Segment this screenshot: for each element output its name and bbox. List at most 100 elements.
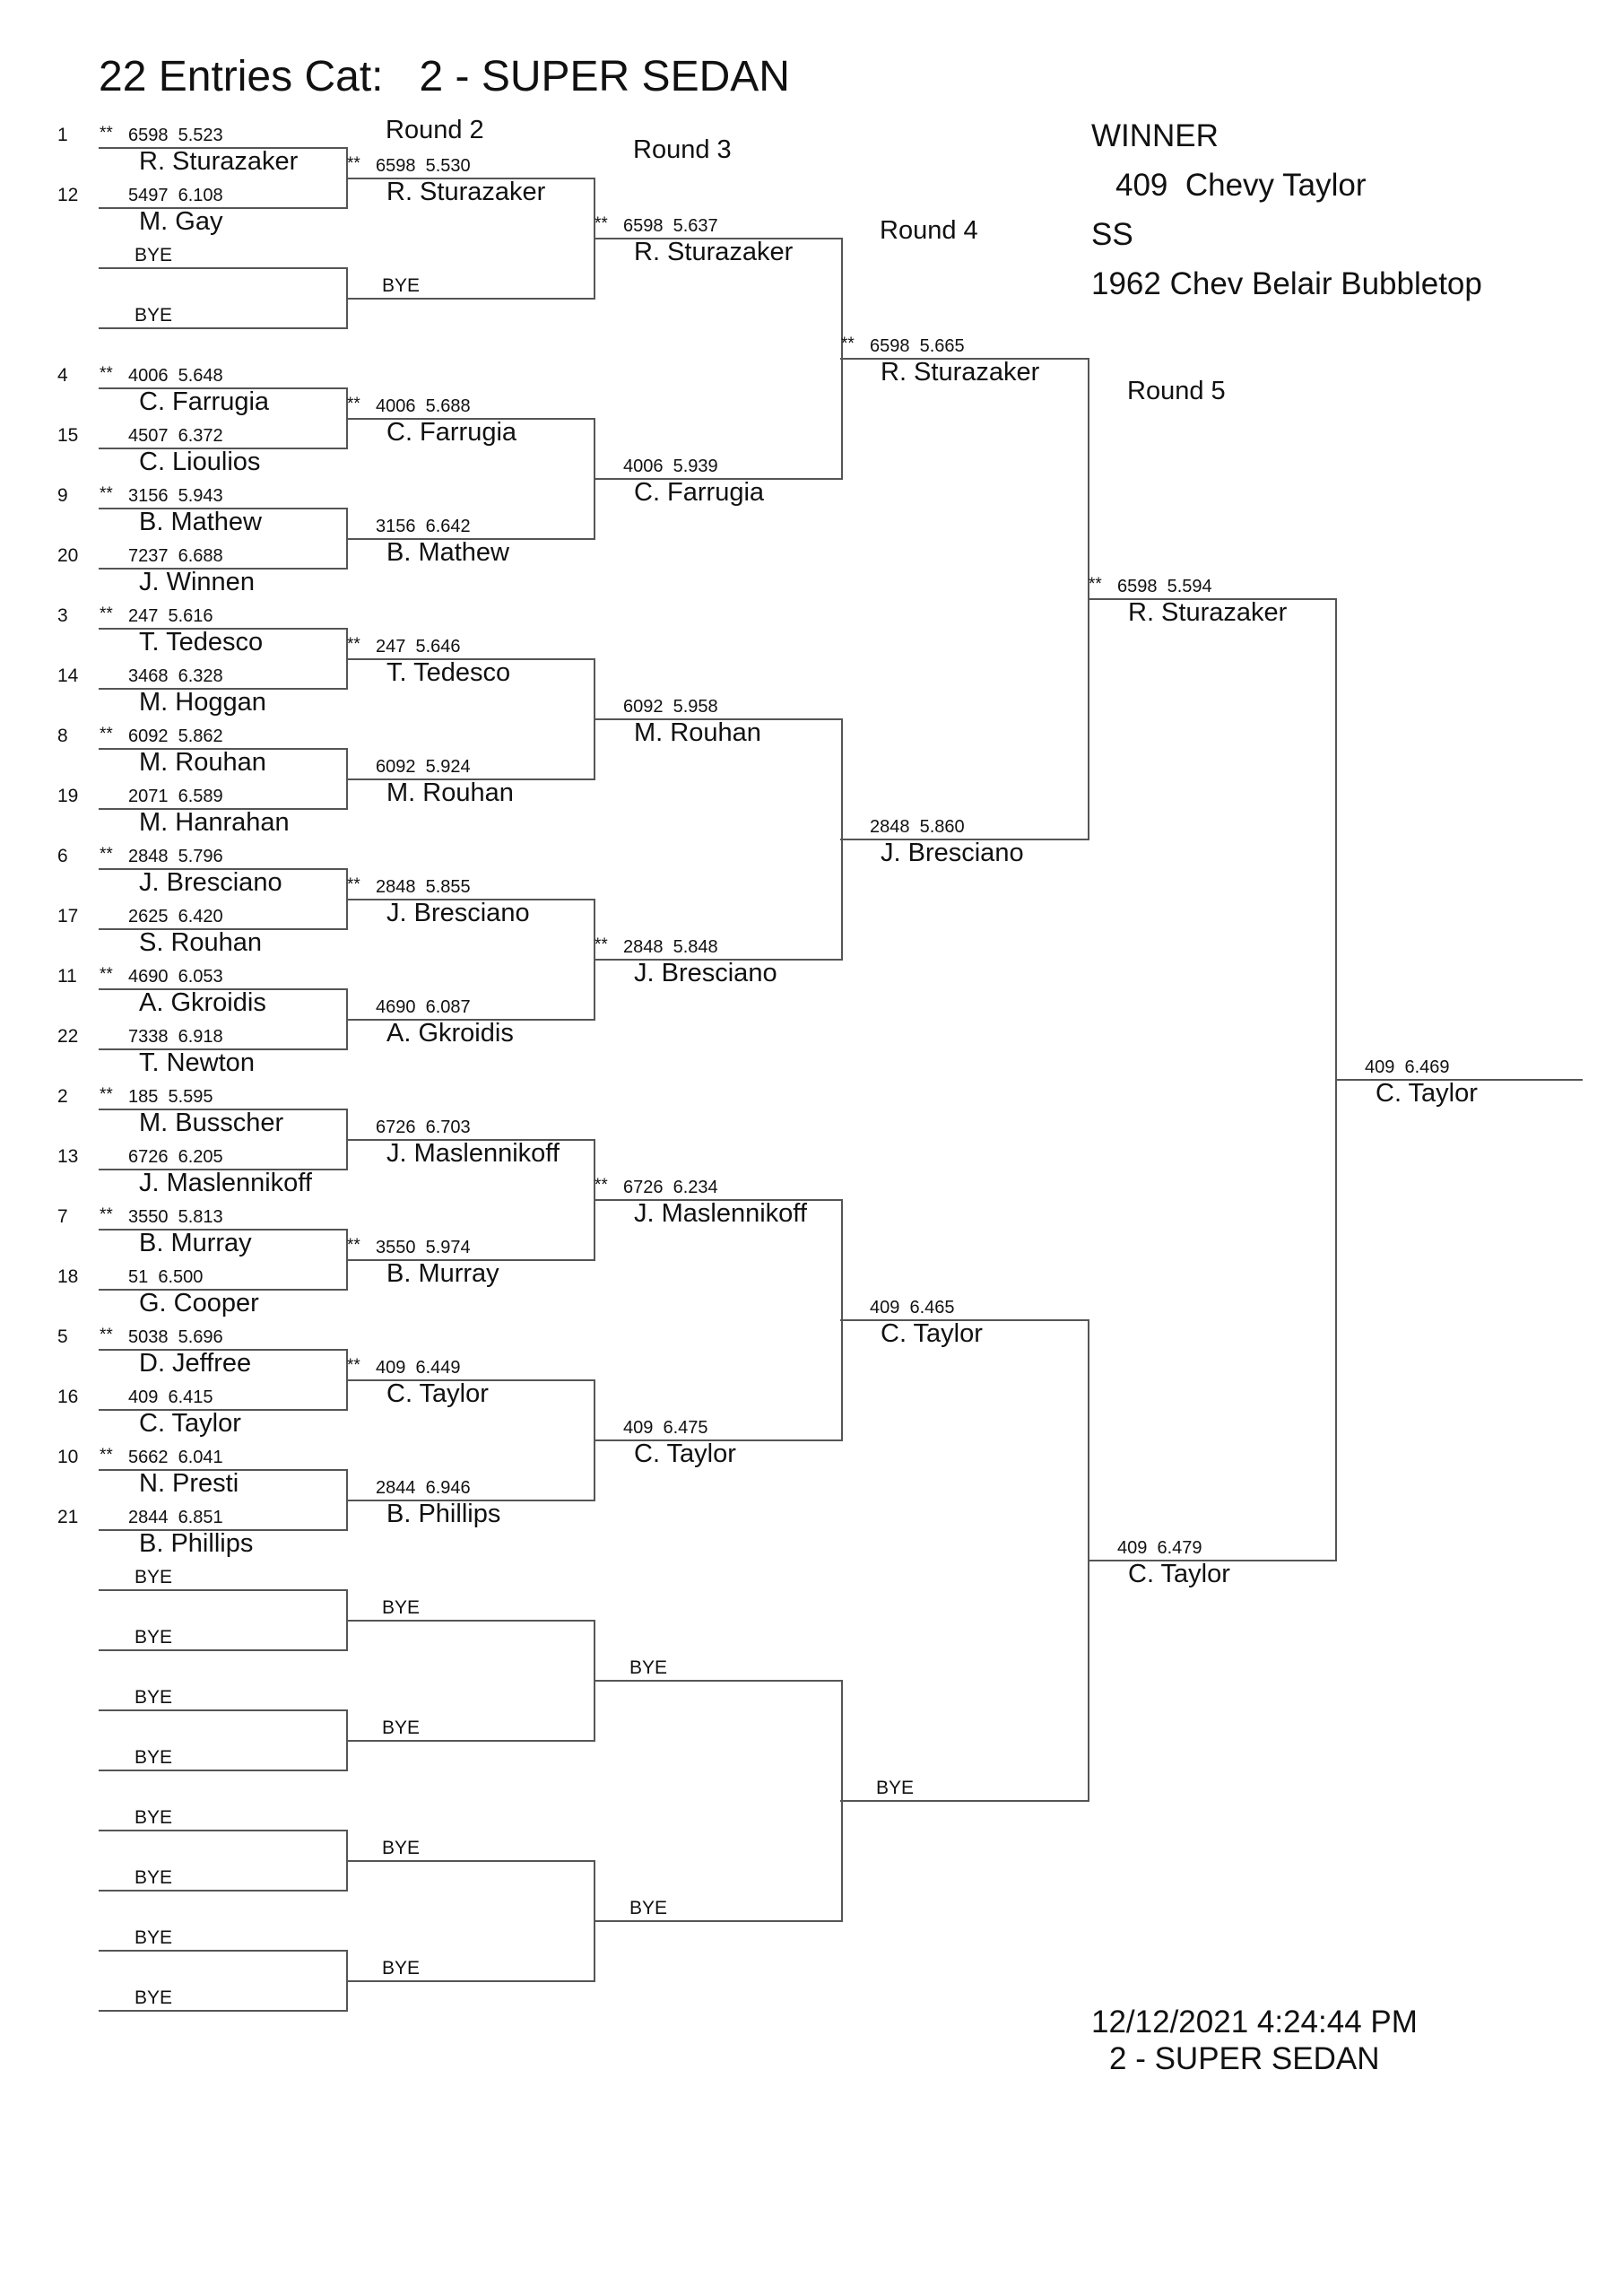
driver-name: R. Sturazaker: [1128, 597, 1288, 627]
car-number-and-et: 6726 6.205: [128, 1147, 223, 1167]
car-number-and-et: 6092 5.862: [128, 726, 223, 746]
slot-line: [346, 898, 595, 900]
bye-label: BYE: [382, 1837, 421, 1858]
driver-name: B. Phillips: [139, 1529, 254, 1558]
slot-line: [99, 1109, 347, 1110]
driver-name: R. Sturazaker: [386, 177, 546, 206]
slot-line: [99, 2010, 347, 2012]
driver-name: J. Bresciano: [139, 868, 282, 897]
top-qualifier-mark: **: [347, 1355, 360, 1375]
bye-label: BYE: [135, 305, 173, 326]
slot-line: [99, 448, 347, 449]
seed-number: 13: [57, 1146, 79, 1167]
slot-line: [99, 1709, 347, 1711]
driver-name: B. Mathew: [139, 508, 262, 536]
car-number-and-et: 3550 5.974: [376, 1237, 471, 1257]
seed-number: 7: [57, 1206, 68, 1227]
car-number-and-et: 3156 5.943: [128, 486, 223, 506]
bye-label: BYE: [629, 1897, 668, 1918]
top-qualifier-mark: **: [347, 153, 360, 173]
car-number-and-et: 6726 6.703: [376, 1117, 471, 1137]
driver-name: R. Sturazaker: [881, 357, 1040, 387]
slot-line: [99, 988, 347, 990]
driver-name: J. Maslennikoff: [634, 1198, 807, 1228]
car-number-and-et: 4690 6.087: [376, 996, 471, 1017]
driver-name: N. Presti: [139, 1469, 239, 1498]
winner-class: SS: [1091, 217, 1133, 252]
car-number-and-et: 6092 5.958: [623, 696, 718, 717]
driver-name: R. Sturazaker: [139, 147, 299, 176]
seed-number: 21: [57, 1507, 79, 1527]
slot-line: [346, 1859, 595, 1862]
seed-number: 9: [57, 485, 68, 506]
bye-label: BYE: [135, 1627, 173, 1648]
page-title: 22 Entries Cat: 2 - SUPER SEDAN: [99, 53, 790, 100]
seed-number: 10: [57, 1447, 79, 1467]
car-number-and-et: 409 6.449: [376, 1357, 461, 1378]
car-number-and-et: 7237 6.688: [128, 546, 223, 566]
driver-name: B. Murray: [139, 1229, 252, 1257]
top-qualifier-mark: **: [100, 1326, 113, 1344]
car-number-and-et: 51 6.500: [128, 1267, 204, 1287]
slot-line: [99, 1589, 347, 1591]
driver-name: A. Gkroidis: [139, 988, 266, 1017]
seed-number: 20: [57, 545, 79, 566]
car-number-and-et: 6092 5.924: [376, 756, 471, 777]
car-number-and-et: 7338 6.918: [128, 1027, 223, 1047]
top-qualifier-mark: **: [595, 935, 608, 954]
top-qualifier-mark: **: [100, 484, 113, 503]
top-qualifier-mark: **: [347, 874, 360, 894]
slot-line: [346, 1739, 595, 1742]
car-number-and-et: 4006 5.648: [128, 366, 223, 386]
bye-label: BYE: [629, 1657, 668, 1678]
seed-number: 2: [57, 1086, 68, 1107]
slot-line: [99, 327, 347, 329]
top-qualifier-mark: **: [347, 1235, 360, 1255]
slot-line: [594, 958, 842, 961]
seed-number: 19: [57, 786, 79, 806]
car-number-and-et: 409 6.465: [870, 1297, 955, 1318]
top-qualifier-mark: **: [100, 1205, 113, 1224]
car-number-and-et: 6598 5.530: [376, 155, 471, 176]
slot-line: [346, 417, 595, 420]
slot-line: [99, 1469, 347, 1471]
car-number-and-et: 4006 5.939: [623, 456, 718, 476]
slot-line: [594, 1198, 842, 1201]
driver-name: M. Rouhan: [139, 748, 266, 777]
top-qualifier-mark: **: [100, 1085, 113, 1104]
bye-label: BYE: [135, 245, 173, 265]
slot-line: [840, 357, 1089, 360]
car-number-and-et: 4507 6.372: [128, 426, 223, 446]
car-number-and-et: 5497 6.108: [128, 186, 223, 205]
slot-line: [594, 1919, 842, 1922]
top-qualifier-mark: **: [100, 604, 113, 623]
slot-line: [594, 477, 842, 480]
bye-label: BYE: [135, 1567, 173, 1587]
slot-line: [1088, 597, 1336, 600]
seed-number: 1: [57, 125, 68, 145]
top-qualifier-mark: **: [595, 213, 608, 233]
driver-name: J. Maslennikoff: [386, 1138, 560, 1168]
driver-name: B. Murray: [386, 1258, 499, 1288]
car-number-and-et: 2848 5.796: [128, 847, 223, 866]
car-number-and-et: 3468 6.328: [128, 666, 223, 686]
seed-number: 3: [57, 605, 68, 626]
top-qualifier-mark: **: [100, 364, 113, 383]
slot-line: [99, 568, 347, 570]
slot-line: [346, 297, 595, 300]
driver-name: M. Hanrahan: [139, 808, 290, 837]
slot-line: [594, 1679, 842, 1682]
slot-line: [99, 1229, 347, 1231]
car-number-and-et: 6598 5.523: [128, 126, 223, 145]
driver-name: C. Taylor: [386, 1378, 489, 1408]
driver-name: C. Lioulios: [139, 448, 261, 476]
car-number-and-et: 2844 6.851: [128, 1508, 223, 1527]
slot-line: [1088, 1559, 1336, 1561]
driver-name: M. Rouhan: [634, 718, 761, 747]
bye-label: BYE: [382, 1596, 421, 1618]
car-number-and-et: 2625 6.420: [128, 907, 223, 926]
seed-number: 14: [57, 665, 79, 686]
driver-name: C. Farrugia: [634, 477, 765, 507]
slot-line: [840, 838, 1089, 840]
